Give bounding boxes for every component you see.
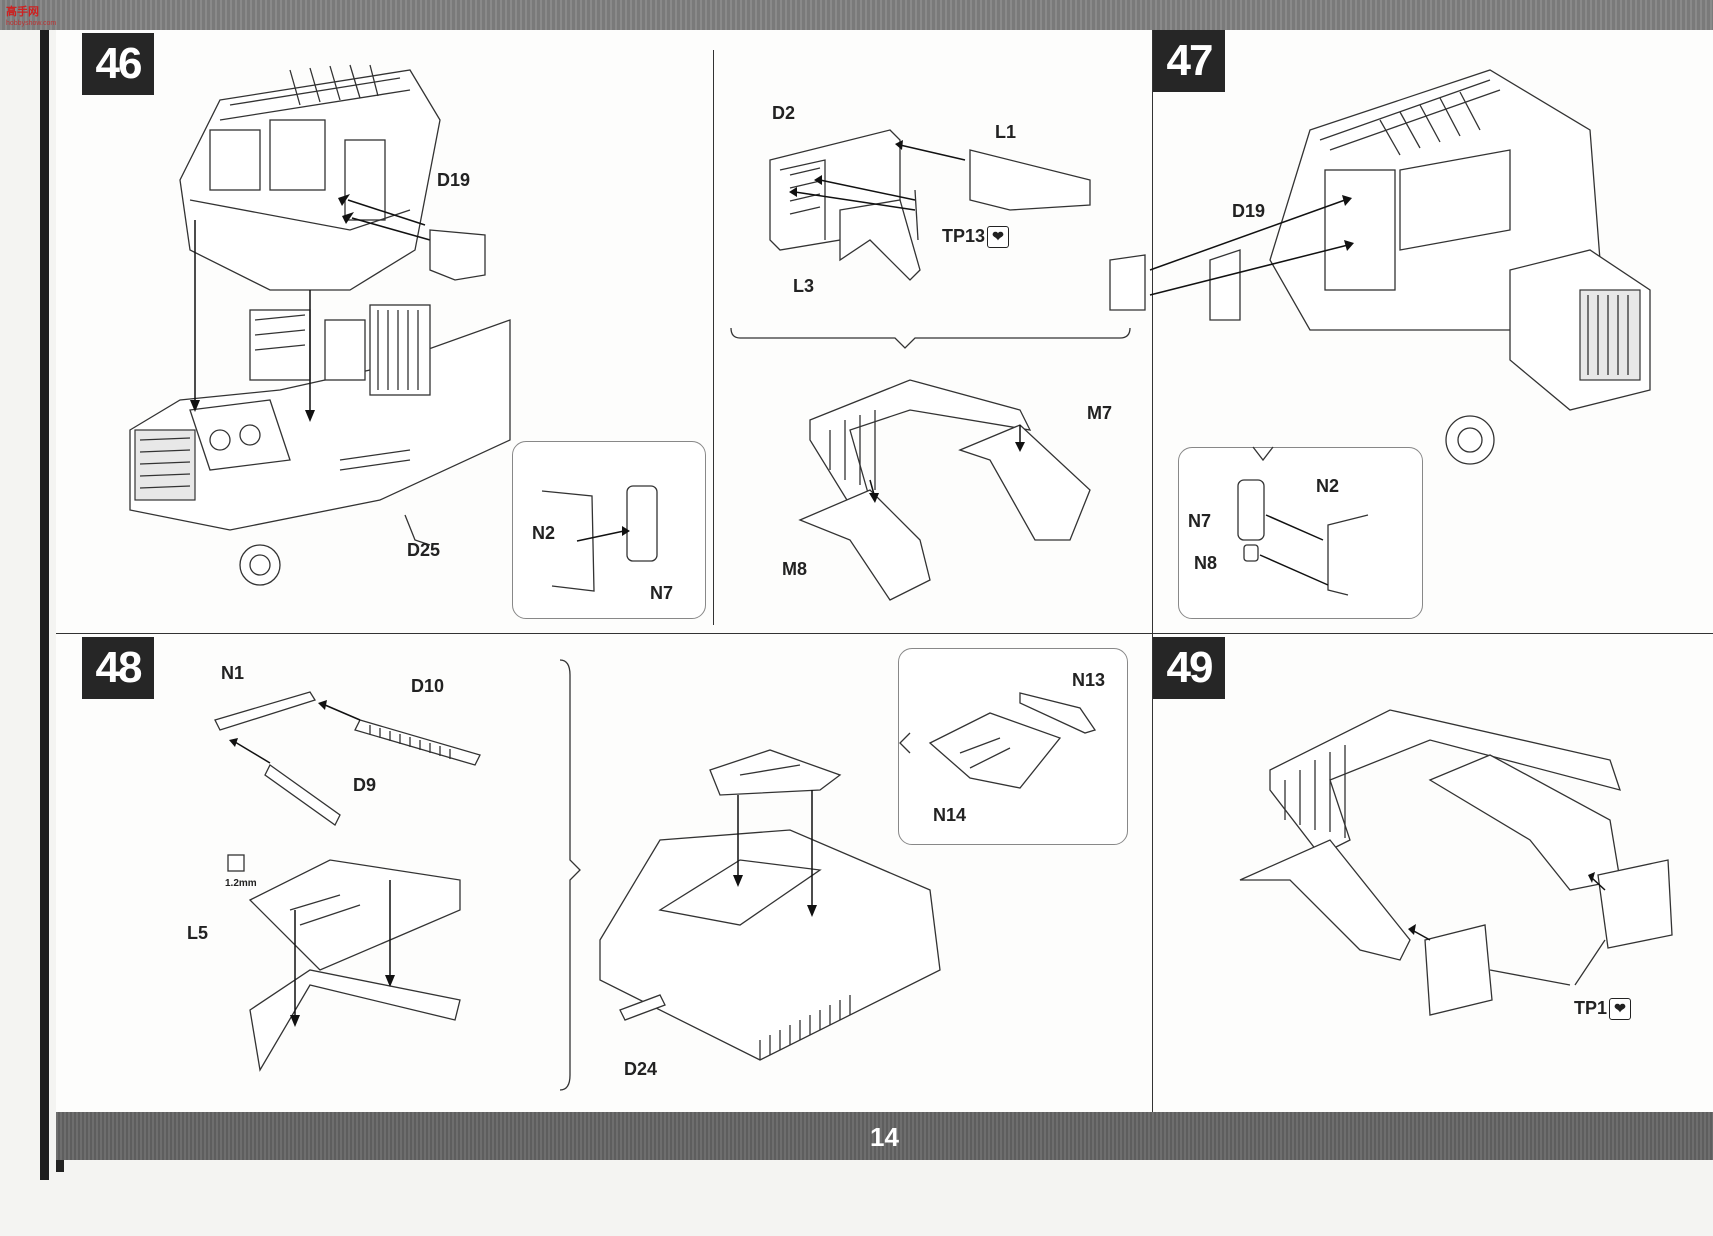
part-label-n7: N7 <box>650 583 674 603</box>
fender-assembled-drawing <box>798 379 1091 601</box>
fender-parts-drawing <box>769 129 1091 281</box>
part-label-n2: N2 <box>532 523 556 543</box>
cab-assembly-drawing <box>129 64 511 586</box>
part-label-m7: M7 <box>1087 403 1113 423</box>
step-47-badge: 47 <box>1153 30 1225 92</box>
watermark-logo: 高手网 hobbyshow.com <box>6 6 57 27</box>
part-label-d9: D9 <box>353 775 377 795</box>
sub-divider <box>713 50 714 625</box>
drill-icon <box>227 854 245 872</box>
part-label-tp1: TP1❤ <box>1574 998 1632 1021</box>
part-label-m8: M8 <box>782 559 808 579</box>
part-label-d2: D2 <box>772 103 796 123</box>
part-label-n7-b: N7 <box>1188 511 1212 531</box>
part-label-tp13: TP13❤ <box>942 226 1010 249</box>
mirror-detail-drawing <box>541 485 658 592</box>
part-label-n1: N1 <box>221 663 245 683</box>
part-label-d24: D24 <box>624 1059 658 1079</box>
part-label-n13: N13 <box>1072 670 1106 690</box>
step-46-badge: 46 <box>82 33 154 95</box>
page-number: 14 <box>870 1122 899 1152</box>
broken-heart-icon: ❤ <box>1609 998 1632 1021</box>
top-scan-band <box>0 0 1713 30</box>
part-label-d19: D19 <box>437 170 471 190</box>
part-label-l1: L1 <box>995 122 1017 142</box>
callout-bracket <box>730 327 1131 349</box>
step-49-badge: 49 <box>1153 637 1225 699</box>
drill-size-label: 1.2mm <box>225 878 257 889</box>
row-divider <box>56 633 1713 634</box>
detail-inset-mirror <box>512 441 706 619</box>
part-label-l3: L3 <box>793 276 815 296</box>
part-label-n2-b: N2 <box>1316 476 1340 496</box>
truck-mirror-drawing <box>1109 69 1651 465</box>
fender-decal-drawing <box>1239 709 1673 1016</box>
binding-edge <box>40 30 49 1180</box>
broken-heart-icon: ❤ <box>987 226 1010 249</box>
callout-brace <box>559 659 581 1091</box>
detail-inset-mirror-b <box>1178 447 1423 619</box>
footer-bar: 14 <box>56 1112 1713 1160</box>
vent-detail-drawing <box>899 692 1097 789</box>
mirror-detail-drawing-b <box>1237 446 1369 596</box>
part-label-n14: N14 <box>933 805 967 825</box>
step-48-badge: 48 <box>82 637 154 699</box>
hood-drawing <box>599 749 941 1061</box>
grille-parts-drawing <box>214 691 481 1072</box>
part-label-n8: N8 <box>1194 553 1218 573</box>
part-label-d25: D25 <box>407 540 441 560</box>
column-divider <box>1152 30 1153 1112</box>
part-label-d10: D10 <box>411 676 445 696</box>
part-label-d19-b: D19 <box>1232 201 1266 221</box>
part-label-l5: L5 <box>187 923 209 943</box>
